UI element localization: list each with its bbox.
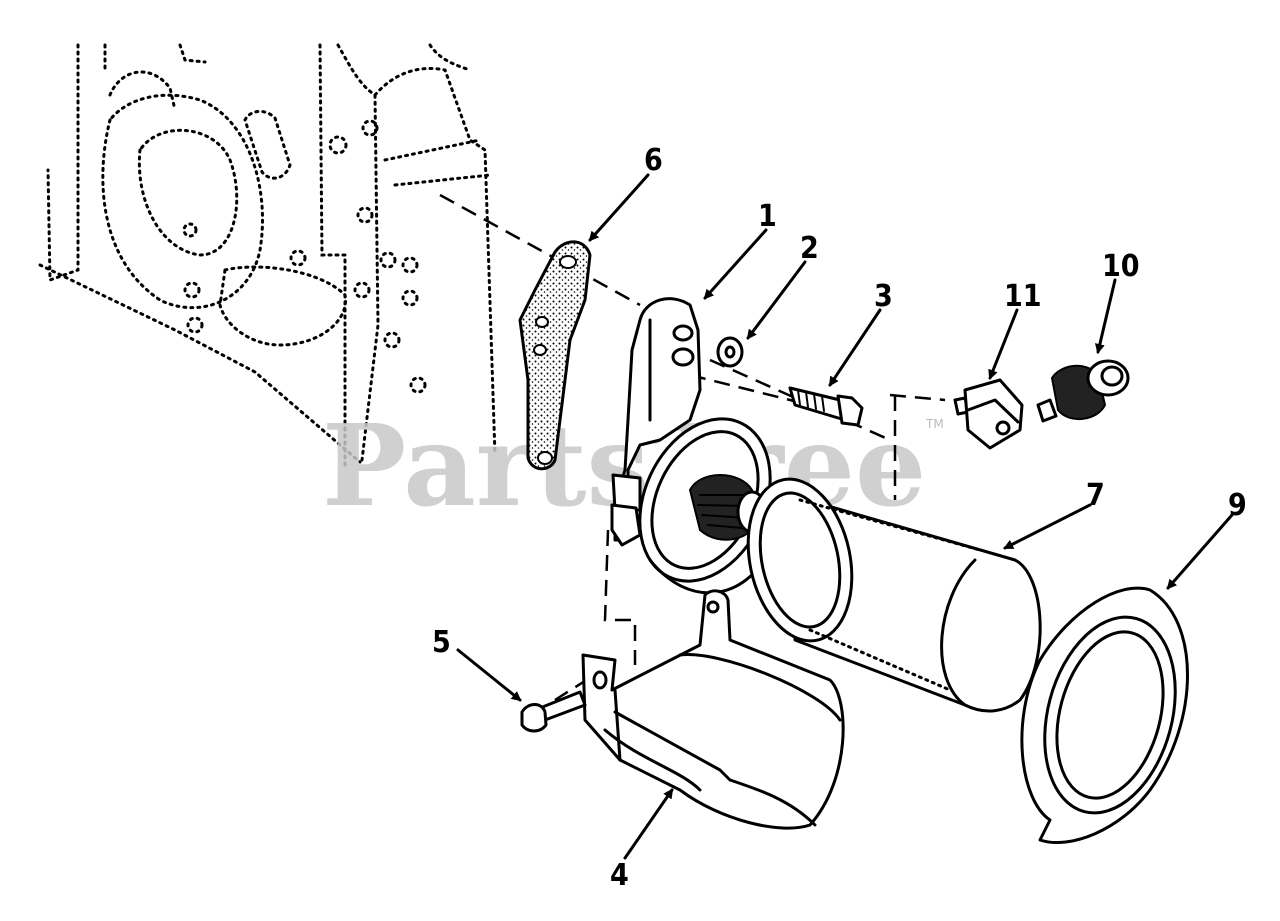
engine-block-outline xyxy=(38,43,497,467)
watermark-trademark: TM xyxy=(925,417,944,431)
bolt-part[interactable] xyxy=(788,386,864,427)
callout-5: 5 xyxy=(432,625,451,660)
adapter-part[interactable] xyxy=(953,378,1024,450)
callout-6: 6 xyxy=(644,143,663,178)
callout-10: 10 xyxy=(1102,249,1140,284)
callout-1: 1 xyxy=(758,199,777,234)
gasket-part[interactable] xyxy=(518,240,592,471)
callout-7: 7 xyxy=(1086,478,1105,513)
callout-11: 11 xyxy=(1004,279,1042,314)
mounting-bracket-part[interactable] xyxy=(610,297,702,547)
switch-part[interactable] xyxy=(1036,359,1130,423)
screw-part[interactable] xyxy=(520,690,587,733)
callout-9: 9 xyxy=(1228,488,1247,523)
filter-base-part[interactable] xyxy=(615,398,796,603)
callout-labels: 6 1 2 3 11 10 7 9 5 4 xyxy=(432,143,1247,893)
leader-lines xyxy=(456,173,1234,860)
callout-3: 3 xyxy=(874,279,893,314)
callout-4: 4 xyxy=(610,858,629,893)
oil-filter-part[interactable] xyxy=(734,469,1042,713)
washer-part[interactable] xyxy=(716,336,744,368)
bottom-bracket-part[interactable] xyxy=(581,589,845,830)
filter-gasket-part[interactable] xyxy=(1020,586,1196,845)
callout-2: 2 xyxy=(800,231,819,266)
